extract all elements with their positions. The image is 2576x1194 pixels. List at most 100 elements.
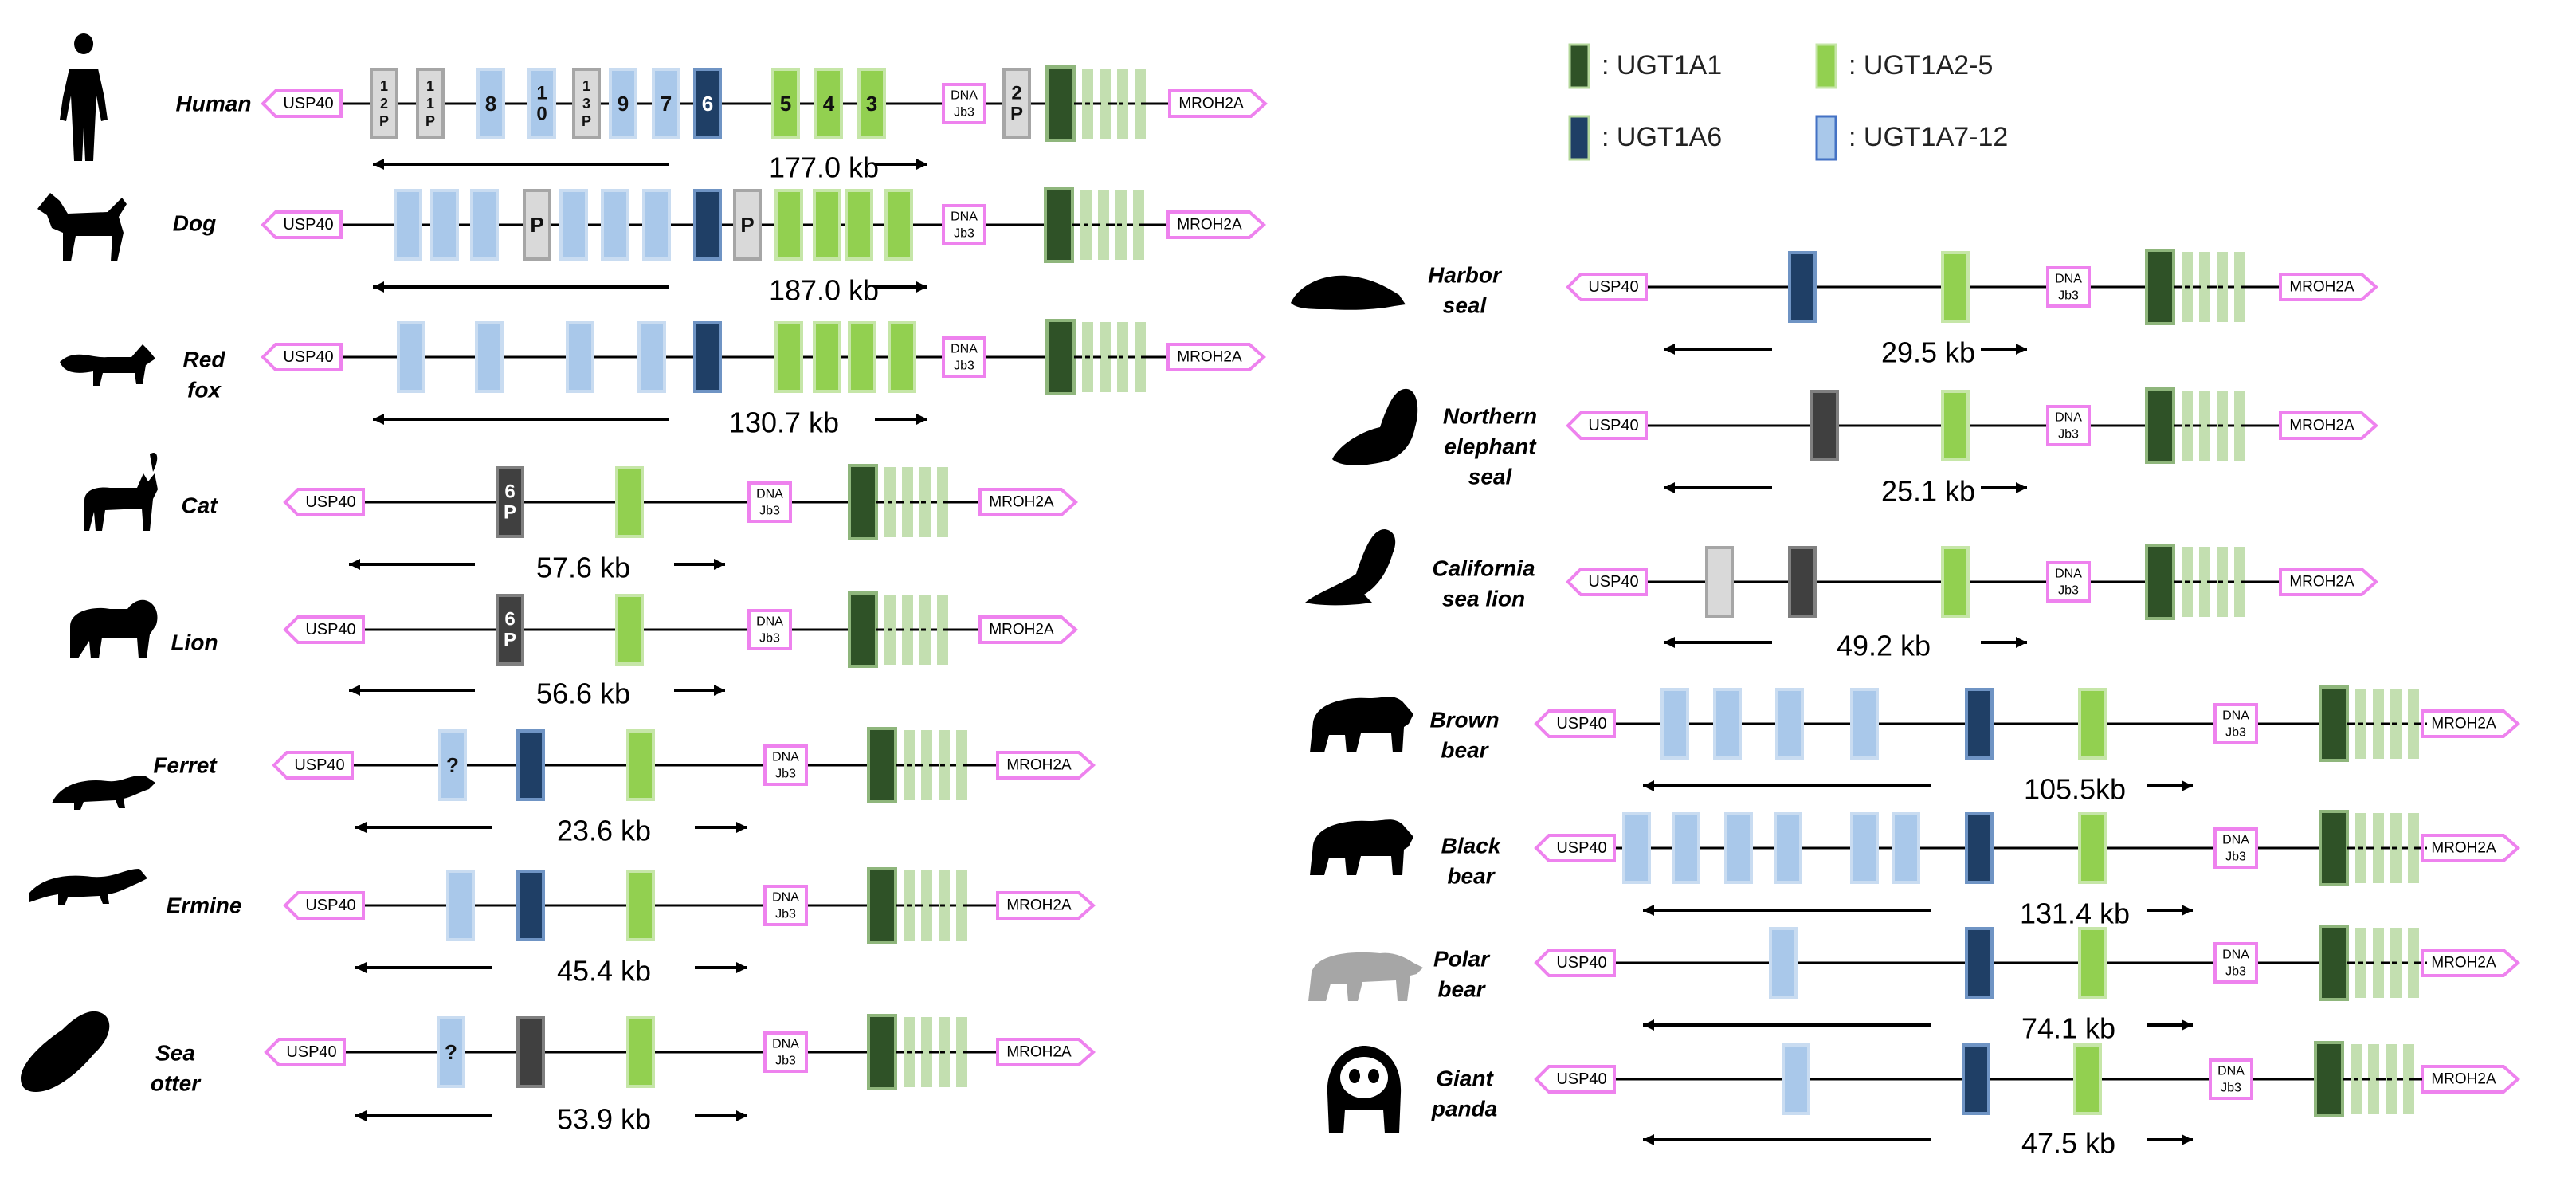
gene-label: ?	[445, 1040, 457, 1064]
locus-size-label: 130.7 kb	[729, 407, 839, 439]
fox-silhouette-icon	[60, 344, 155, 386]
dnajb3-gene	[942, 204, 986, 245]
gene-label: 2	[1011, 83, 1021, 104]
species-name: Red	[183, 348, 226, 372]
gene-label: 0	[536, 104, 547, 125]
ugt1a7-12-gene	[430, 189, 459, 261]
ugt1a6-gene	[516, 729, 545, 801]
common-exon	[2373, 689, 2384, 759]
species-name: seal	[1443, 293, 1488, 318]
gene-label: 5	[780, 92, 791, 116]
ugt1a7-12-gene	[1713, 688, 1742, 760]
arrowhead	[349, 685, 360, 696]
usp40-gene	[1534, 949, 1616, 977]
dnajb3-label-line2: Jb3	[2221, 1082, 2241, 1095]
arrowhead	[916, 414, 927, 425]
locus-size-label: 23.6 kb	[557, 815, 651, 847]
dnajb3-label-line1: DNA	[772, 1038, 799, 1051]
gene-label: 2	[380, 96, 388, 112]
arrowhead	[349, 559, 360, 570]
mroh2a-gene	[996, 751, 1096, 780]
arrowhead	[714, 559, 725, 570]
arrowhead	[355, 962, 367, 973]
usp40-gene	[1566, 411, 1648, 440]
locus-size-label: 131.4 kb	[2020, 897, 2130, 930]
gene-label: P	[740, 213, 754, 237]
species-name: Dog	[173, 211, 216, 236]
gene-label: 6	[702, 92, 713, 116]
gene-label: 7	[661, 92, 672, 116]
dnajb3-label-line2: Jb3	[954, 359, 974, 373]
dnajb3-gene	[763, 1031, 808, 1073]
ugt1a7-12-gene	[437, 1016, 465, 1088]
usp40-label: USP40	[305, 621, 355, 638]
mroh2a-label: MROH2A	[2431, 955, 2496, 972]
common-exon	[2408, 928, 2419, 998]
ugt1a2-5-gene	[626, 1016, 655, 1088]
usp40-gene	[261, 343, 343, 371]
ugt1a7-12-gene	[642, 189, 671, 261]
mroh2a-gene	[978, 615, 1079, 644]
arrowhead	[1643, 1019, 1654, 1031]
arrowhead	[736, 962, 747, 973]
dnajb3-label-line2: Jb3	[775, 1055, 796, 1068]
ugt1a7-12-gene	[470, 189, 499, 261]
human-silhouette-icon	[60, 33, 108, 161]
ugt1a2-5-gene	[813, 189, 841, 261]
common-exon	[1098, 190, 1109, 260]
ugt1a7-12-gene	[559, 189, 588, 261]
species-name: bear	[1437, 977, 1486, 1002]
panda-face	[1340, 1057, 1388, 1098]
arrowhead	[2182, 1134, 2193, 1145]
ugt1a7-12-gene	[438, 729, 467, 801]
ugt1a2-5-gene	[1941, 390, 1970, 461]
species-name: elephant	[1444, 434, 1537, 459]
gene-label: P	[582, 113, 591, 129]
mroh2a-label: MROH2A	[2431, 716, 2496, 733]
legend-item: : UGT1A2-5	[1815, 43, 1993, 89]
dnajb3-label-line1: DNA	[951, 89, 978, 103]
pseudogene	[572, 68, 601, 139]
common-exon	[937, 595, 948, 665]
ugt1a7-12-gene	[1672, 812, 1700, 884]
ugt1a6-pseudogene	[1810, 390, 1839, 461]
dnajb3-label-line2: Jb3	[2058, 289, 2079, 303]
ferret-silhouette-icon	[44, 776, 155, 810]
ugt1a1-gene	[2145, 387, 2175, 464]
usp40-label: USP40	[1556, 1070, 1606, 1088]
ugt1a6-pseudogene	[496, 466, 524, 538]
arrowhead	[373, 159, 384, 170]
ugt1a2-5-gene	[626, 729, 655, 801]
ugt1a2-5-gene	[814, 68, 843, 139]
mroh2a-gene	[2279, 273, 2379, 301]
dnajb3-label-line2: Jb3	[775, 908, 796, 921]
arrowhead	[2182, 780, 2193, 791]
ugt1a1-gene	[2319, 685, 2349, 762]
usp40-label: USP40	[283, 95, 333, 112]
ugt1a2-5-gene	[813, 321, 841, 393]
gene-label: P	[425, 113, 435, 129]
ugt1a1-gene	[2145, 544, 2175, 620]
ugt1a7-12-gene	[475, 321, 504, 393]
mroh2a-gene	[2421, 1065, 2521, 1094]
ugt1a7-12-gene	[1850, 688, 1879, 760]
arrowhead	[736, 1110, 747, 1121]
ugt1a1-gene	[2319, 925, 2349, 1001]
ugt1a2-5-gene	[2078, 688, 2107, 760]
dnajb3-label-line1: DNA	[951, 210, 978, 224]
ugt1a7-12-gene	[1769, 927, 1798, 999]
usp40-label: USP40	[1556, 715, 1606, 733]
dnajb3-label-line1: DNA	[2055, 273, 2082, 286]
ugt1a6-gene	[1965, 688, 1994, 760]
dnajb3-label-line2: Jb3	[954, 227, 974, 241]
polarbear-silhouette-icon	[1308, 952, 1423, 1001]
common-exon	[2199, 391, 2210, 461]
ugt1a7-12-gene	[446, 870, 475, 941]
